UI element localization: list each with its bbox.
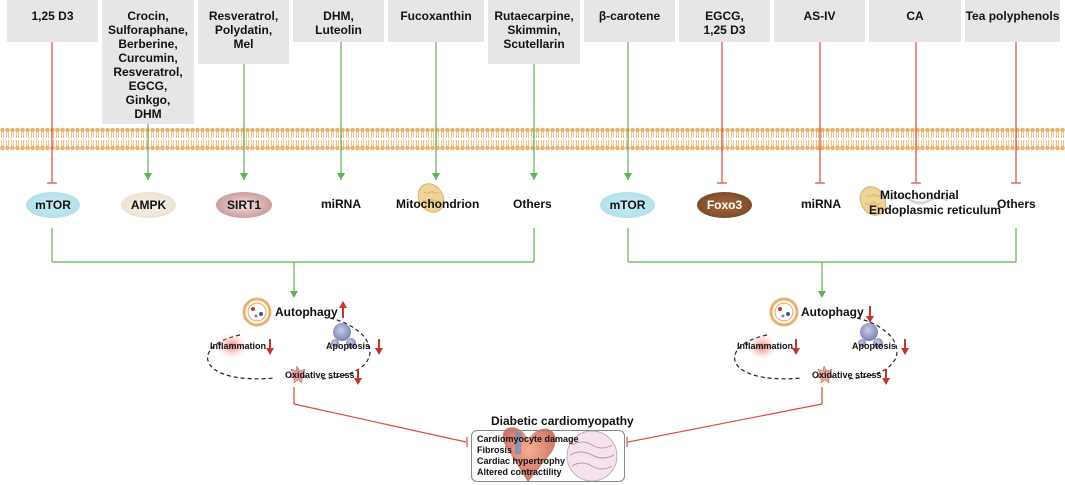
activation-arrowhead bbox=[144, 173, 152, 180]
drug-box-8: EGCG, 1,25 D3 bbox=[679, 0, 770, 42]
target-ampk: AMPK bbox=[121, 192, 176, 218]
target-mirna-right: miRNA bbox=[801, 197, 842, 211]
apoptosis-label-left: Apoptosis bbox=[326, 341, 370, 351]
left-autophagy-cycle bbox=[207, 297, 371, 384]
drug-label: 1,25 D3 bbox=[31, 9, 74, 23]
drug-label: Crocin, bbox=[127, 9, 169, 23]
left-apoptosis-down-arrow-icon bbox=[375, 339, 383, 355]
outcome-item: Cardiac hypertrophy bbox=[477, 456, 566, 466]
inflammation-label-left: Inflammation bbox=[210, 341, 267, 351]
drug-label: Tea polyphenols bbox=[965, 9, 1060, 23]
target-mtor-right: mTOR bbox=[600, 192, 655, 218]
autophagy-label-left: Autophagy bbox=[275, 305, 338, 319]
drug-label: CA bbox=[906, 9, 924, 23]
heart-illustration-icon bbox=[502, 427, 556, 482]
drug-box-6: Rutaecarpine, Skimmin, Scutellarin bbox=[488, 0, 580, 64]
inflammation-icon bbox=[747, 334, 777, 360]
drug-label: Skimmin, bbox=[507, 23, 561, 37]
drug-label: Rutaecarpine, bbox=[494, 9, 574, 23]
inflammation-label-right: Inflammation bbox=[737, 341, 794, 351]
mitochondrial-er-icon bbox=[859, 186, 949, 216]
drug-label: Resveratrol, bbox=[113, 65, 183, 79]
drug-box-2: Crocin, Sulforaphane, Berberine, Curcumi… bbox=[102, 0, 194, 124]
drug-label: Mel bbox=[233, 37, 254, 51]
left-to-outcome-connector bbox=[293, 403, 467, 443]
oxidative-stress-label-left: Oxidative stress bbox=[285, 370, 355, 380]
left-autophagy-up-arrow-icon bbox=[339, 301, 347, 318]
drug-box-3: Resveratrol, Polydatin, Mel bbox=[198, 0, 289, 64]
target-foxo3: Foxo3 bbox=[697, 192, 752, 218]
target-label: mTOR bbox=[35, 198, 71, 212]
drug-label: Scutellarin bbox=[503, 37, 565, 51]
drug-box-9: AS-IV bbox=[774, 0, 865, 42]
drug-box-10: CA bbox=[869, 0, 961, 42]
left-inflammation-down-arrow-icon bbox=[266, 339, 274, 355]
target-sirt1: SIRT1 bbox=[216, 192, 272, 218]
drug-label: Berberine, bbox=[118, 37, 178, 51]
drug-label: DHM bbox=[134, 107, 162, 121]
drug-label: Polydatin, bbox=[214, 23, 273, 37]
drug-label: 1,25 D3 bbox=[703, 23, 746, 37]
drug-label: Resveratrol, bbox=[208, 9, 279, 23]
drug-box-1: 1,25 D3 bbox=[7, 0, 98, 42]
right-autophagy-cycle bbox=[734, 297, 898, 384]
autophagy-label-right: Autophagy bbox=[801, 305, 864, 319]
apoptosis-icon bbox=[860, 323, 878, 341]
target-others-left: Others bbox=[513, 197, 552, 211]
target-label: mTOR bbox=[609, 198, 646, 212]
mitochondrion-icon bbox=[417, 183, 445, 213]
trend-arrows bbox=[266, 301, 909, 385]
target-mitochondrion: Mitochondrion bbox=[396, 197, 480, 211]
activation-arrowhead bbox=[624, 173, 632, 180]
right-oxidative-down-arrow-icon bbox=[882, 369, 890, 385]
activation-arrowhead bbox=[240, 173, 248, 180]
oxidative-stress-label-right: Oxidative stress bbox=[812, 370, 882, 380]
outcome-item: Cardiomyocyte damage bbox=[477, 434, 579, 444]
cell-membrane bbox=[0, 127, 1065, 151]
inflammation-icon bbox=[217, 333, 247, 359]
drug-box-4: DHM, Luteolin bbox=[293, 0, 384, 42]
activation-arrowhead bbox=[290, 291, 298, 298]
outcome-item: Fibrosis bbox=[477, 445, 513, 455]
target-label: Foxo3 bbox=[706, 198, 743, 212]
activation-arrowhead bbox=[432, 173, 440, 180]
oxidative-stress-icon bbox=[815, 365, 835, 384]
drug-label: Fucoxanthin bbox=[400, 9, 472, 23]
right-apoptosis-down-arrow-icon bbox=[901, 339, 909, 355]
drug-label: Ginkgo, bbox=[125, 93, 171, 107]
drug-box-5: Fucoxanthin bbox=[388, 0, 484, 42]
drug-box-7: β-carotene bbox=[584, 0, 675, 42]
outcome-item: Altered contractility bbox=[477, 467, 562, 477]
drug-label: Sulforaphane, bbox=[107, 23, 188, 37]
drug-label: Curcumin, bbox=[118, 51, 178, 65]
outcome-box bbox=[471, 430, 625, 482]
drug-label: AS-IV bbox=[803, 9, 836, 23]
target-mitochondrial-label: Mitochondrial bbox=[880, 188, 959, 202]
activation-arrowhead bbox=[337, 173, 345, 180]
target-label: AMPK bbox=[130, 198, 167, 212]
target-er-label: Endoplasmic reticulum bbox=[869, 203, 1002, 217]
target-mtor-left: mTOR bbox=[26, 192, 80, 218]
drug-label: EGCG, bbox=[705, 9, 744, 23]
target-mirna-left: miRNA bbox=[321, 197, 362, 211]
drug-label: EGCG, bbox=[128, 79, 168, 93]
drug-label: Luteolin bbox=[315, 23, 362, 37]
drug-label: DHM, bbox=[323, 9, 354, 23]
apoptosis-icon bbox=[333, 323, 351, 341]
oxidative-stress-icon bbox=[288, 365, 308, 384]
outcome-title: Diabetic cardiomyopathy bbox=[491, 414, 634, 428]
target-others-right: Others bbox=[997, 197, 1036, 211]
drug-label: β-carotene bbox=[598, 9, 661, 23]
target-label: SIRT1 bbox=[226, 198, 261, 212]
right-inflammation-down-arrow-icon bbox=[792, 339, 800, 355]
apoptosis-label-right: Apoptosis bbox=[852, 341, 896, 351]
activation-arrowhead bbox=[818, 291, 826, 298]
activation-arrowhead bbox=[530, 173, 538, 180]
drug-box-11: Tea polyphenols bbox=[965, 0, 1060, 42]
left-oxidative-down-arrow-icon bbox=[354, 369, 362, 385]
right-to-outcome-connector bbox=[627, 403, 823, 443]
right-autophagy-down-arrow-icon bbox=[866, 306, 874, 323]
